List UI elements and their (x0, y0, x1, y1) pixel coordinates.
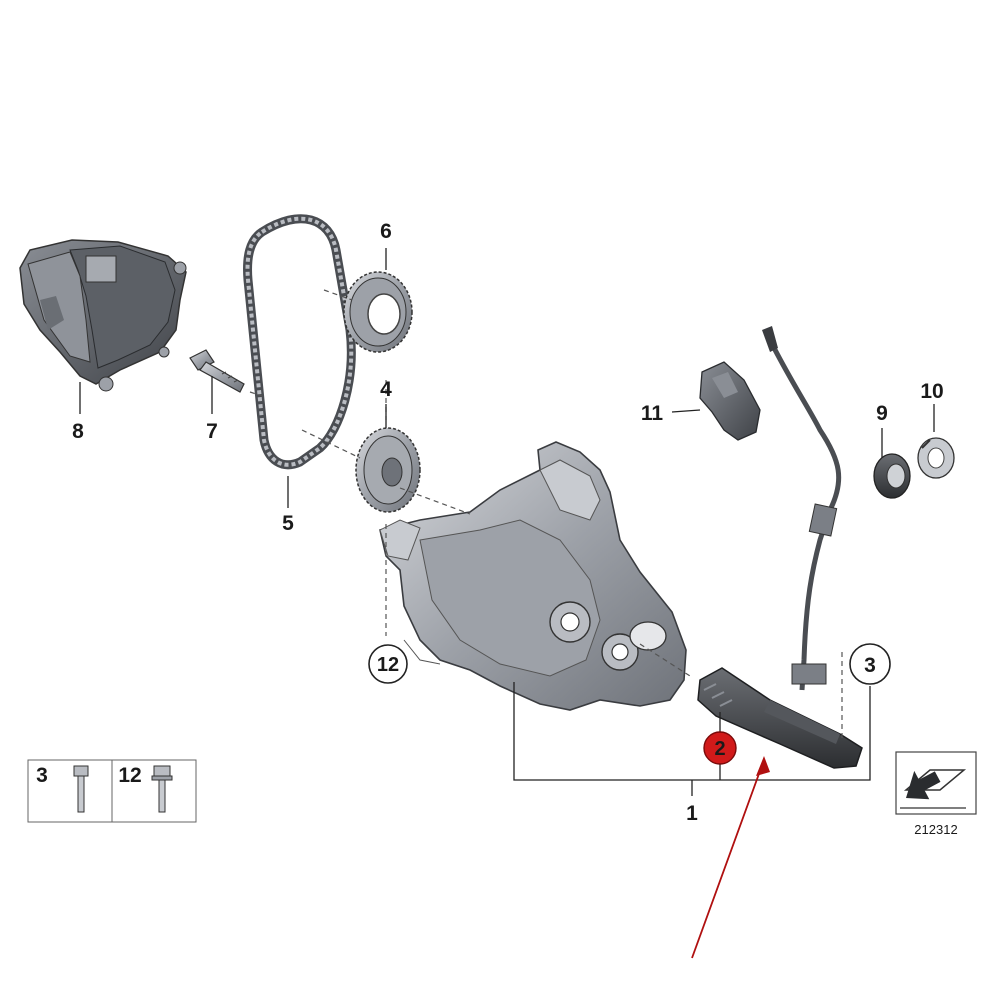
callout-9: 9 (876, 402, 888, 425)
legend-number-left: 3 (36, 764, 48, 787)
leader-lines (79, 248, 935, 796)
control-valve-part-2 (697, 667, 863, 769)
callout-12-circle (368, 644, 408, 684)
circlip-part-10 (917, 437, 955, 479)
timing-chain-part-5 (243, 214, 356, 470)
callout-8: 8 (72, 420, 84, 443)
callout-3-circle (849, 643, 891, 685)
reference-box: 212312 (895, 751, 977, 837)
cap-screw-icon (73, 765, 89, 813)
callout-6: 6 (380, 220, 392, 243)
flange-bolt-icon (151, 765, 173, 813)
callout-11: 11 (641, 402, 664, 425)
bracket-part-11 (699, 361, 761, 441)
oil-pump-part-1 (379, 441, 687, 711)
sensor-cable (762, 326, 842, 691)
fastener-legend: 3 12 (27, 759, 197, 823)
callout-3: 3 (864, 654, 876, 677)
alignment-lines (249, 289, 843, 740)
legend-number-right: 12 (118, 764, 141, 787)
callout-1: 1 (686, 802, 698, 825)
sprocket-part-6 (343, 271, 413, 353)
callout-10: 10 (920, 380, 943, 403)
callout-12: 12 (377, 654, 399, 676)
callout-5: 5 (282, 512, 294, 535)
highlight-arrow (691, 756, 770, 959)
callout-7: 7 (206, 420, 218, 443)
callout-labels: 6 4 5 7 8 11 9 10 1 12 3 2 (72, 220, 944, 825)
seal-ring-part-9 (873, 453, 911, 499)
callout-2-highlight (703, 731, 737, 765)
callout-2: 2 (714, 738, 725, 760)
sprocket-part-4 (355, 427, 421, 513)
reference-number: 212312 (914, 822, 957, 837)
callout-4: 4 (380, 378, 392, 401)
bolt-part-7 (189, 349, 245, 393)
timing-cover-part-8 (19, 239, 187, 392)
